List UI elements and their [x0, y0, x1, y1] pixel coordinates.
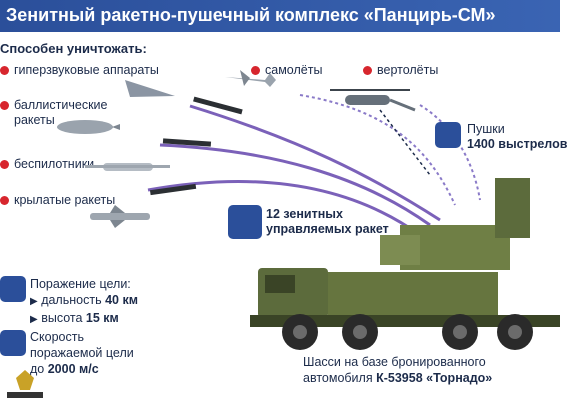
drone-icon: [85, 163, 170, 171]
range-label: дальность: [41, 293, 102, 307]
chassis-line1: Шасси на базе бронированного: [303, 355, 486, 369]
guns-icon: [435, 122, 461, 148]
speed-label-line1: Скорость: [30, 330, 84, 344]
cruise-missile-icon: [90, 205, 150, 228]
target-aircraft: самолёты: [251, 63, 322, 78]
missiles-callout-line2: управляемых ракет: [266, 222, 389, 236]
target-crosshair-icon: [0, 276, 26, 302]
chassis-caption: Шасси на базе бронированного автомобиля …: [303, 354, 492, 386]
target-hypersonic: гиперзвуковые аппараты: [0, 63, 159, 78]
target-label: вертолёты: [377, 63, 439, 77]
pantsir-vehicle-icon: [250, 178, 560, 350]
target-ballistic: баллистические ракеты: [0, 98, 120, 128]
speed-label-line2: поражаемой цели: [30, 346, 134, 360]
engagement-label: Поражение цели:: [30, 277, 131, 291]
bullet-icon: [0, 160, 9, 170]
can-destroy-heading: Способен уничтожать:: [0, 41, 147, 56]
target-label: беспилотники: [14, 157, 95, 171]
missiles-callout-line1: 12 зенитных: [266, 207, 343, 221]
altitude-label: высота: [41, 311, 83, 325]
guns-callout: Пушки 1400 выстрелов: [467, 122, 567, 152]
chassis-model: К-53958 «Торнадо»: [376, 371, 493, 385]
arrow-right-icon: ▶: [30, 296, 38, 307]
watermark-logo: [7, 370, 43, 398]
guns-callout-line2: 1400 выстрелов: [467, 137, 567, 151]
helicopter-icon: [330, 89, 416, 112]
page-title: Зенитный ракетно-пушечный комплекс «Панц…: [6, 5, 496, 25]
speed-value: 2000 м/с: [47, 362, 99, 376]
arrow-right-icon: ▶: [30, 314, 38, 325]
altitude-value: 15 км: [85, 311, 119, 325]
target-helicopters: вертолёты: [363, 63, 438, 78]
speed-prefix: до: [30, 362, 45, 376]
speedometer-icon: [0, 330, 26, 356]
bullet-icon: [251, 66, 260, 76]
interceptor-missile-icon: [162, 138, 212, 147]
guns-callout-line1: Пушки: [467, 122, 505, 136]
target-label: гиперзвуковые аппараты: [14, 63, 159, 77]
title-bar: Зенитный ракетно-пушечный комплекс «Панц…: [0, 0, 560, 32]
engagement-block: Поражение цели: ▶ дальность 40 км ▶ высо…: [30, 276, 138, 328]
target-label: баллистические ракеты: [14, 98, 108, 127]
bullet-icon: [0, 66, 9, 76]
chassis-line2-prefix: автомобиля: [303, 371, 373, 385]
target-drones: беспилотники: [0, 157, 94, 172]
interceptor-missile-icon: [193, 96, 243, 115]
aircraft-icon: [225, 70, 276, 87]
bullet-icon: [0, 196, 9, 206]
speed-block: Скорость поражаемой цели до 2000 м/с: [30, 329, 134, 377]
hypersonic-vehicle-icon: [125, 80, 175, 97]
range-value: 40 км: [105, 293, 138, 307]
missile-icon: [228, 205, 262, 239]
target-cruise: крылатые ракеты: [0, 193, 115, 208]
ballistic-missile-icon: [57, 120, 120, 134]
missiles-callout: 12 зенитных управляемых ракет: [266, 207, 389, 237]
bullet-icon: [363, 66, 372, 76]
bullet-icon: [0, 101, 9, 111]
target-label: крылатые ракеты: [14, 193, 116, 207]
interceptor-missile-icon: [149, 183, 197, 196]
target-label: самолёты: [265, 63, 323, 77]
